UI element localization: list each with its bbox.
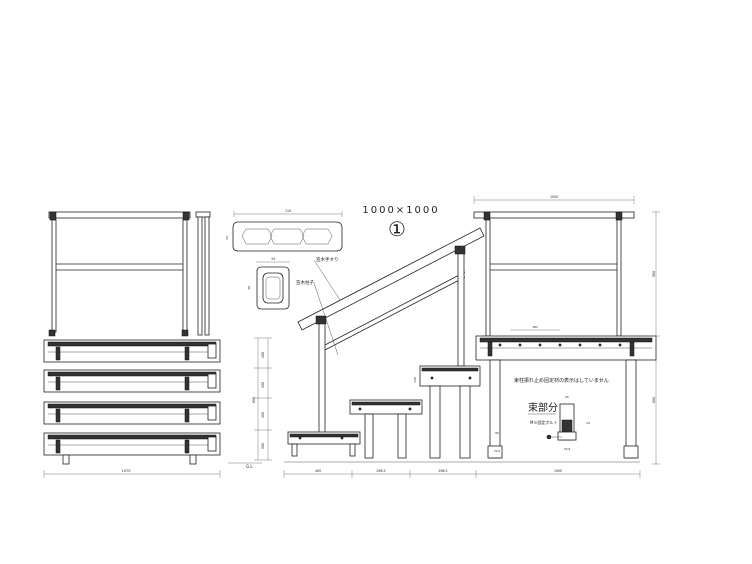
bolt-label: M８固定ボルト (530, 419, 557, 425)
dim-right-upper: 900 (652, 271, 656, 277)
stair-side-view: 笠木手すり 笠木柱子 140 (287, 227, 485, 459)
handrail-label: 笠木手すり (316, 256, 339, 263)
left-step-3 (43, 401, 221, 425)
left-step-2 (43, 369, 221, 393)
dim-post-height: 49 (247, 286, 251, 290)
dim-base-mid2: 266.5 (438, 469, 447, 473)
dim-small-a: 65 (565, 395, 569, 399)
dim-step-rise: 140 (413, 377, 417, 383)
dim-post-width: 34 (271, 257, 275, 261)
post-label: 笠木柱子 (296, 279, 314, 286)
dim-step-3: 200 (261, 412, 265, 418)
handrail-section-detail: 110 34 (225, 209, 343, 252)
dim-base-right: 1000 (554, 469, 562, 473)
dim-left-base: 1070 (122, 469, 131, 473)
dim-step-1: 200 (261, 352, 265, 358)
dim-small-c: 60 (495, 431, 499, 435)
dim-total-height: 800 (252, 397, 256, 403)
dim-right-lower: 800 (652, 397, 656, 403)
base-dimensions: 400 266.5 266.5 1000 (283, 461, 641, 478)
dim-base-left: 400 (315, 469, 321, 473)
dim-step-2: 200 (261, 382, 265, 388)
step-height-dims: 200 200 200 200 800 G.L (228, 337, 272, 469)
left-elevation: 1070 (43, 211, 221, 478)
note-text: 束柱振れ止め固定材の表示はしていません (514, 377, 609, 384)
dim-top-width: 1000 (550, 195, 558, 199)
left-step-4 (43, 432, 221, 456)
circled-number: ① (388, 217, 406, 241)
dim-small-b: 70.6 (564, 447, 570, 451)
dim-base-mid1: 266.5 (376, 469, 385, 473)
right-elevation: 1000 181 束柱振れ止め固定材の表示はしていません (473, 195, 660, 465)
dim-small-e: 70.6 (494, 449, 500, 453)
dim-small-d: 24 (586, 421, 590, 425)
dim-step-4: 200 (261, 443, 265, 449)
dim-rail-width: 110 (285, 209, 291, 213)
dim-rail-height: 34 (225, 236, 229, 240)
bundle-title: 束部分 (528, 401, 558, 414)
spec-label: 1000×1000 (362, 205, 439, 216)
dim-landing: 181 (532, 325, 538, 329)
gl-label: G.L (246, 464, 253, 469)
left-step-1 (43, 339, 221, 363)
post-section-detail: 34 49 (247, 257, 290, 310)
